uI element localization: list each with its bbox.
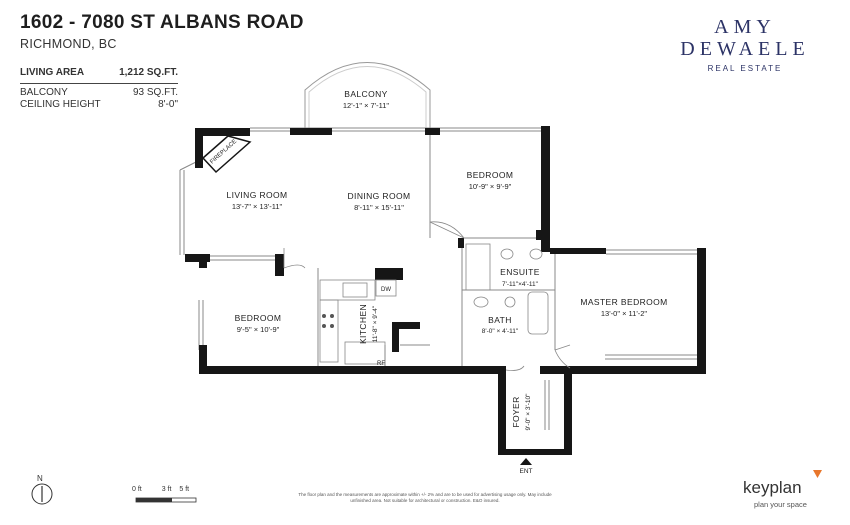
bedroom-1-name: BEDROOM <box>467 170 514 180</box>
brand-logo: AMY DEWAELE REAL ESTATE <box>655 16 835 73</box>
dining-room-name: DINING ROOM <box>348 191 411 201</box>
room-labels: BALCONY 12'-1" × 7'-11" LIVING ROOM 13'-… <box>226 89 667 475</box>
balcony-outline <box>304 62 431 128</box>
dishwasher-label: DW <box>381 287 391 293</box>
balcony-name: BALCONY <box>344 89 387 99</box>
scale-labels: 0 ft 3 ft 5 ft <box>132 486 189 493</box>
foyer-name: FOYER <box>511 396 521 427</box>
balcony-area-label: BALCONY <box>20 87 68 98</box>
bedroom-2-dims: 9'-5" × 10'-9" <box>237 325 280 334</box>
entry-arrow-icon <box>520 458 532 465</box>
property-city: RICHMOND, BC <box>20 37 117 51</box>
living-area-value: 1,212 SQ.FT. <box>119 67 178 78</box>
north-label: N <box>37 474 43 483</box>
kitchen-fixtures <box>319 279 397 365</box>
living-room-name: LIVING ROOM <box>226 190 287 200</box>
door-swings <box>283 221 571 371</box>
brand-line-1: AMY <box>714 16 776 38</box>
thin-walls <box>179 127 700 430</box>
scale-0: 0 ft <box>132 486 142 493</box>
fireplace: FIREPLACE <box>201 135 252 174</box>
kitchen-name: KITCHEN <box>358 304 368 344</box>
bath-fixtures <box>465 243 549 335</box>
keyplan-logo: keyplan <box>743 478 802 497</box>
stove-burners <box>322 314 334 328</box>
area-stats: LIVING AREA 1,212 SQ.FT. BALCONY 93 SQ.F… <box>20 67 178 111</box>
brand-line-2: DEWAELE <box>680 38 810 60</box>
dining-room-dims: 8'-11" × 15'-11" <box>354 203 404 212</box>
ceiling-height-label: CEILING HEIGHT <box>20 99 101 110</box>
north-compass-icon <box>31 483 53 505</box>
brand-line-3: REAL ESTATE <box>707 64 783 73</box>
disclaimer-text: The floor plan and the measurements are … <box>298 492 552 503</box>
living-room-dims: 13'-7" × 13'-11" <box>232 202 283 211</box>
master-bedroom-dims: 13'-0" × 11'-2" <box>601 309 648 318</box>
ceiling-height-row: CEILING HEIGHT 8'-0" <box>20 99 178 111</box>
fridge-label: RF <box>377 361 385 367</box>
bedroom-2-name: BEDROOM <box>235 313 282 323</box>
master-bedroom-name: MASTER BEDROOM <box>580 297 667 307</box>
bath-name: BATH <box>488 315 512 325</box>
ensuite-dims: 7'-11"×4'-11" <box>502 281 539 288</box>
balcony-dims: 12'-1" × 7'-11" <box>343 101 390 110</box>
balcony-area-row: BALCONY 93 SQ.FT. <box>20 87 178 99</box>
scale-3: 3 ft <box>161 486 172 493</box>
bedroom-1-dims: 10'-9" × 9'-9" <box>469 182 512 191</box>
kitchen-dims: 11'-8" × 9'-4" <box>372 305 379 342</box>
foyer-dims: 9'-0" × 3'-10" <box>525 393 532 431</box>
keyplan-tagline: plan your space <box>754 500 807 509</box>
ceiling-height-value: 8'-0" <box>158 99 178 110</box>
scale-bar <box>135 497 197 503</box>
scale-5: 5 ft <box>179 486 190 493</box>
keyplan-mark-icon <box>813 470 822 478</box>
living-area-label: LIVING AREA <box>20 67 85 78</box>
entry-label: ENT <box>520 468 533 475</box>
ensuite-name: ENSUITE <box>500 267 540 277</box>
bath-dims: 8'-0" × 4'-11" <box>482 328 519 335</box>
living-area-row: LIVING AREA 1,212 SQ.FT. <box>20 67 178 84</box>
thick-walls <box>185 126 706 455</box>
balcony-area-value: 93 SQ.FT. <box>132 87 178 98</box>
property-address: 1602 - 7080 ST ALBANS ROAD <box>20 12 304 33</box>
